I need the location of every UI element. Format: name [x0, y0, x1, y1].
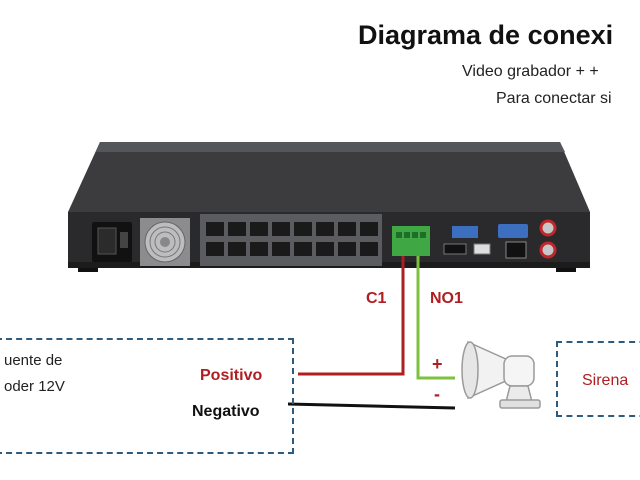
- fan-icon: [140, 218, 190, 266]
- siren-box: [556, 341, 640, 417]
- green-wire: [416, 256, 455, 380]
- power-socket-icon: [92, 222, 132, 262]
- power-box-line-1: uente de: [4, 352, 63, 369]
- black-wire: [287, 402, 456, 410]
- siren-label: Sirena: [582, 372, 629, 389]
- c1-label: C1: [366, 290, 387, 307]
- minus-label: -: [434, 384, 440, 404]
- power-supply-box: [0, 338, 294, 454]
- positive-label: Positivo: [200, 367, 263, 384]
- negative-label: Negativo: [192, 403, 260, 420]
- no1-label: NO1: [430, 290, 463, 307]
- subtitle-line-1: Video grabador + +: [462, 63, 599, 80]
- plus-label: +: [432, 354, 443, 374]
- diagram-title: Diagrama de conexi: [358, 20, 614, 50]
- red-wire: [298, 256, 405, 376]
- power-box-line-2: oder 12V: [4, 378, 65, 395]
- nvr-device-icon: [68, 142, 590, 272]
- subtitle-line-2: Para conectar si: [496, 90, 612, 107]
- siren-horn-icon: [461, 340, 541, 409]
